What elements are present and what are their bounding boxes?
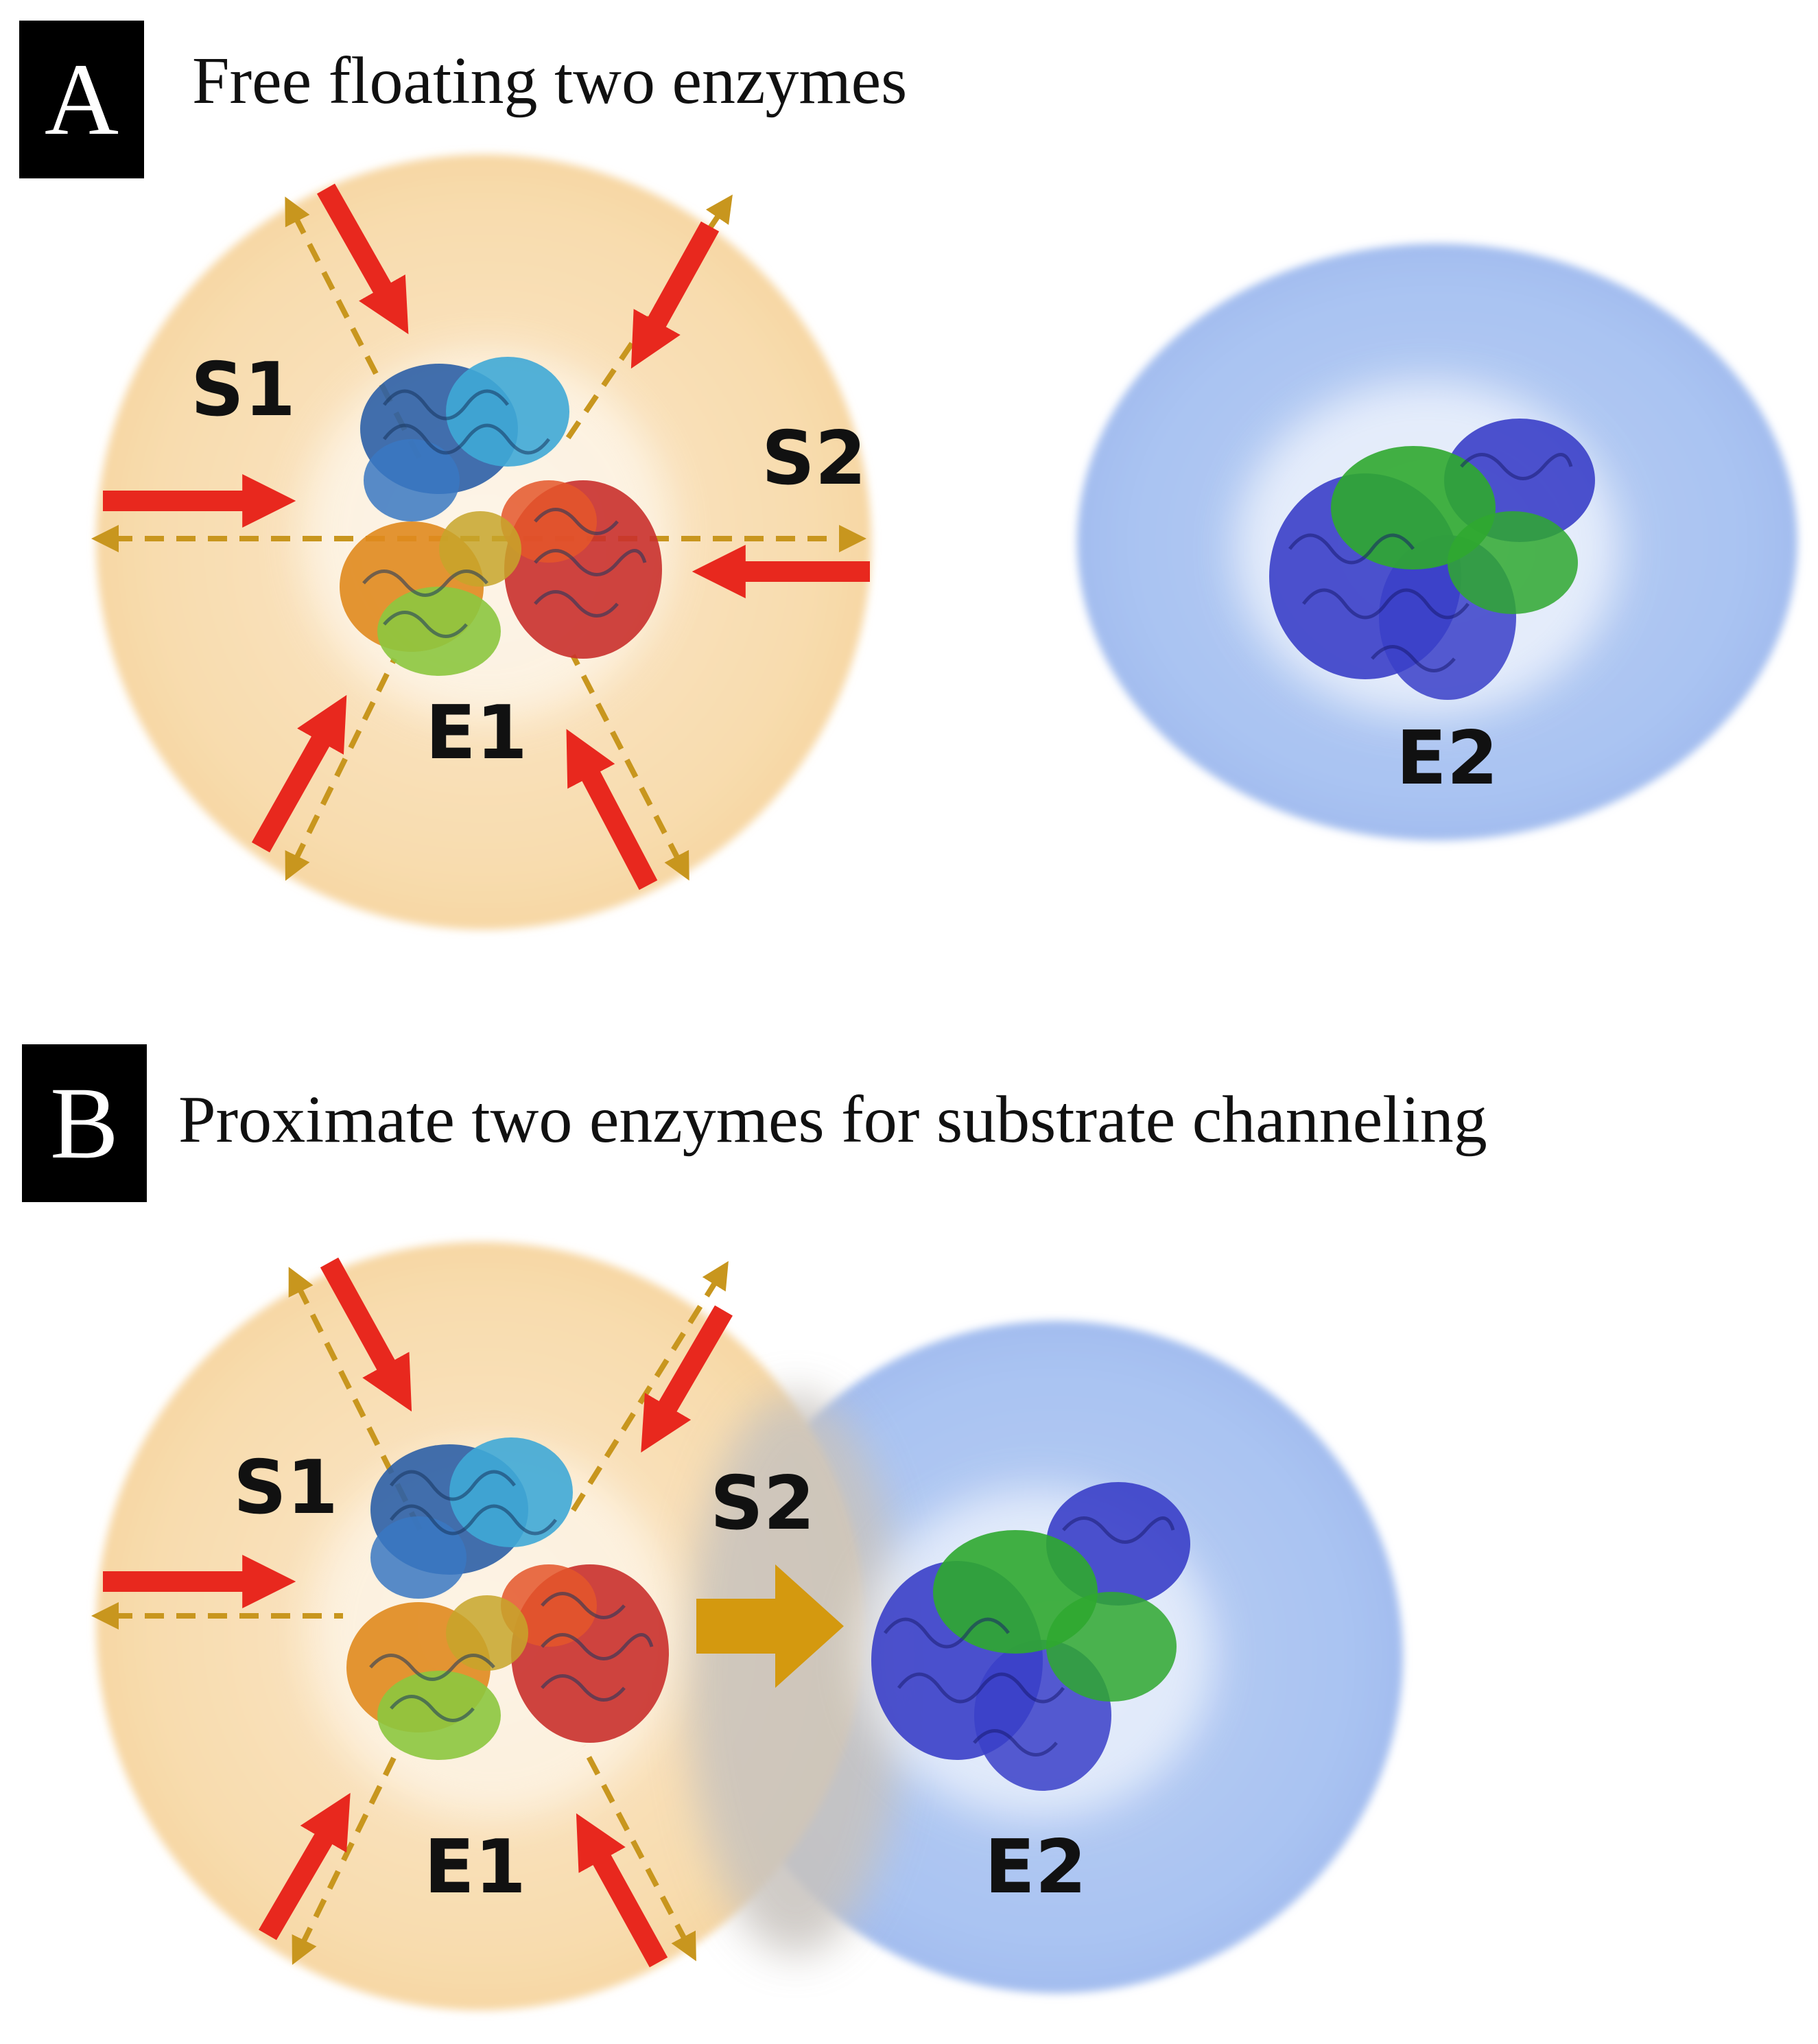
panel-b-title: Proximate two enzymes for substrate chan… (178, 1083, 1487, 1157)
substrate-arrows (103, 1257, 733, 1968)
substrate-arrow (630, 221, 720, 369)
substrate-arrow (641, 1305, 733, 1453)
tetrameric-protein-ribbon-icon (340, 357, 662, 676)
panel-a-e1-label: E1 (425, 690, 528, 776)
substrate-arrow (576, 1813, 668, 1968)
diffusion-arrow (580, 1745, 696, 1962)
panel-b-tag: B (22, 1044, 147, 1202)
substrate-arrow (316, 183, 409, 335)
panel-a-title: Free floating two enzymes (192, 44, 908, 118)
panel-b-e1-label: E1 (424, 1824, 526, 1910)
overlap-region (686, 1393, 906, 1955)
substrate-arrow (259, 1793, 351, 1940)
tetrameric-protein-ribbon-icon (346, 1437, 669, 1760)
panel-a-s1-label: S1 (191, 347, 296, 433)
diffusion-arrow (570, 654, 689, 881)
panel-a-tag: A (19, 21, 144, 178)
dimeric-protein-ribbon-icon (871, 1482, 1190, 1791)
substrate-arrow (251, 694, 347, 853)
panel-a-e2-label: E2 (1396, 716, 1498, 801)
panel-a-s2-label: S2 (762, 416, 866, 502)
dimeric-protein-ribbon-icon (1269, 419, 1595, 700)
panel-b-s2-label: S2 (710, 1461, 815, 1547)
substrate-arrow (566, 729, 658, 890)
diffusion-arrow (285, 657, 397, 881)
panel-b-e2-label: E2 (984, 1824, 1087, 1910)
panel-a-diagram: S1 S2 E1 E2 (91, 154, 1797, 930)
substrate-arrows (103, 183, 870, 890)
panel-b-diagram: S1 S2 E1 E2 (91, 1242, 1403, 2010)
channeling-arrow (696, 1564, 844, 1688)
substrate-arrow (320, 1257, 412, 1412)
panel-b-s1-label: S1 (233, 1445, 338, 1531)
